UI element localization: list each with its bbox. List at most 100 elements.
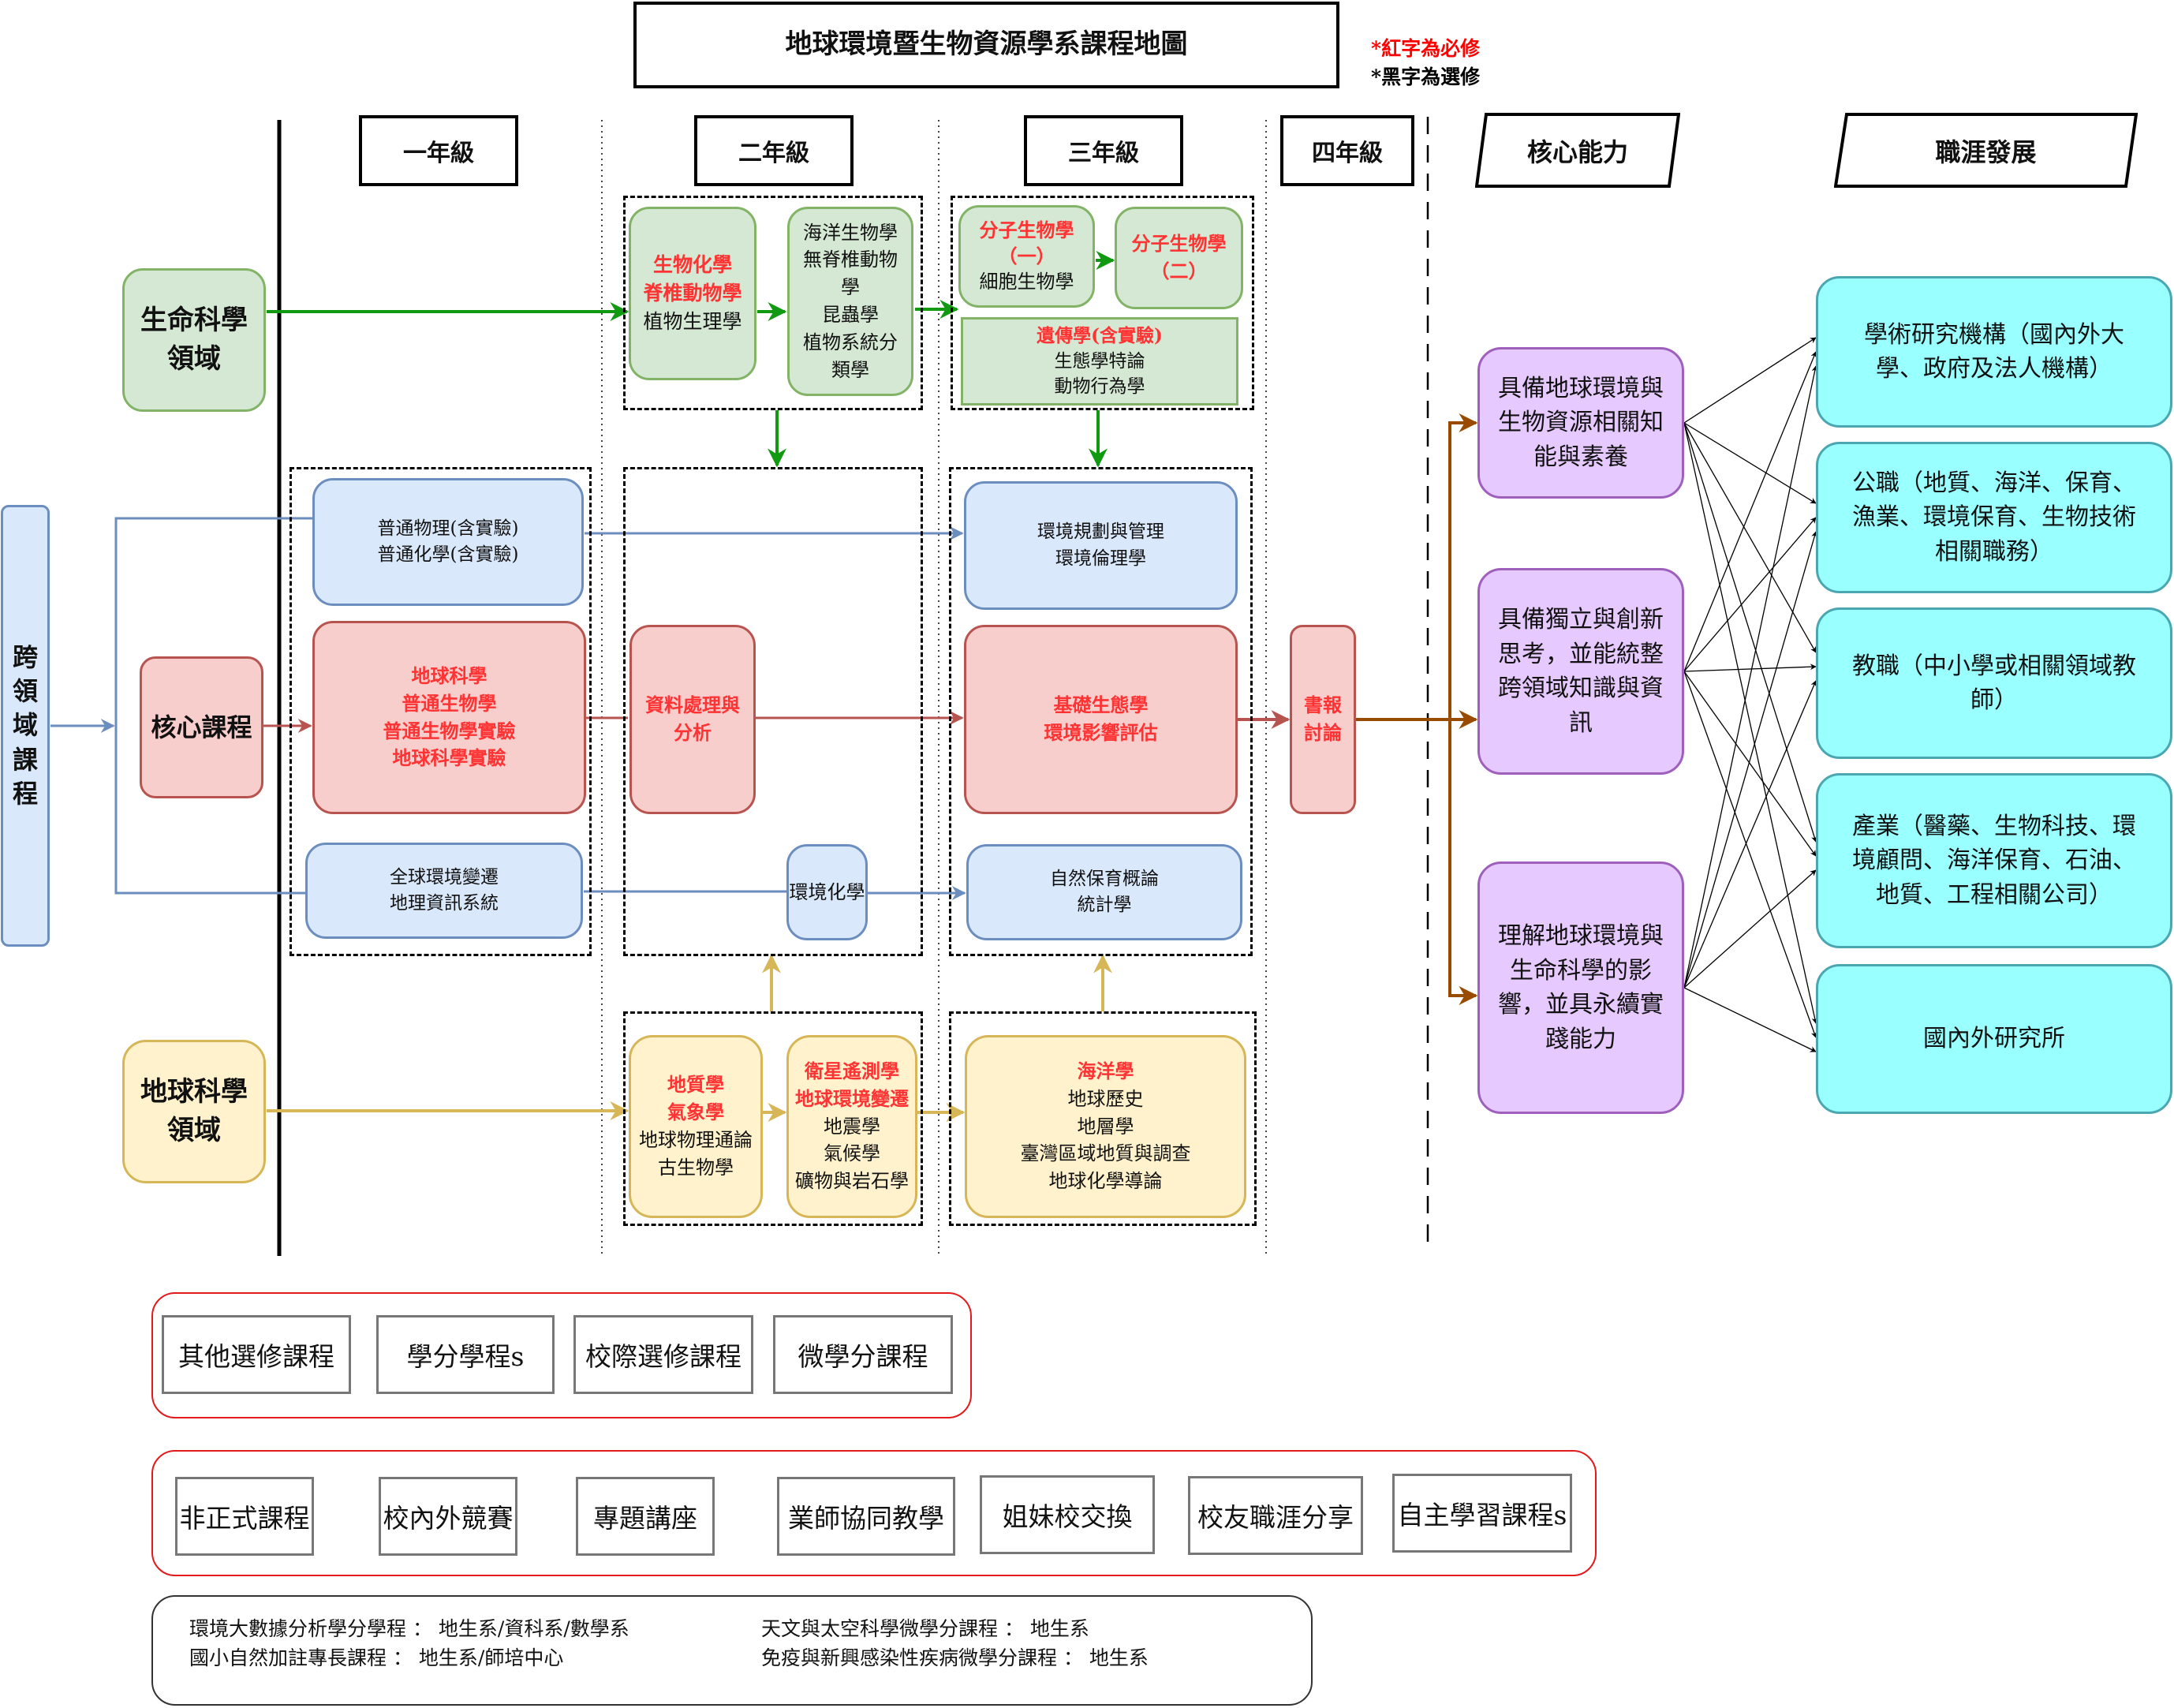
course-box-y3-cross-a[interactable]: 環境規劃與管理環境倫理學 xyxy=(964,481,1238,610)
elective-course: 全球環境變遷 xyxy=(390,866,499,888)
other-course-1[interactable]: 學分學程s xyxy=(376,1315,555,1394)
competence-1[interactable]: 具備地球環境與生物資源相關知能與素養 xyxy=(1477,347,1684,499)
competence-career-link xyxy=(1683,671,1817,857)
informal-course-3[interactable]: 業師協同教學 xyxy=(777,1477,955,1556)
text-line: 理解地球環境與 xyxy=(1498,922,1664,950)
other-course-0[interactable]: 其他選修課程 xyxy=(162,1315,351,1394)
text-line: 境顧問、海洋保育、石油、 xyxy=(1852,847,2136,875)
course-box-y3-life-b[interactable]: 分子生物學（二） xyxy=(1115,207,1243,309)
required-course: 衛星遙測學 xyxy=(805,1060,899,1082)
text-line: 學術研究機構（國內外大 xyxy=(1864,320,2124,349)
required-course: 地球科學實驗 xyxy=(392,746,506,770)
informal-course-4[interactable]: 姐妹校交換 xyxy=(980,1475,1155,1554)
competence-career-link xyxy=(1683,351,1817,672)
text-line: 具備獨立與創新 xyxy=(1498,606,1664,633)
career-4[interactable]: 產業（醫藥、生物科技、環境顧問、海洋保育、石油、地質、工程相關公司） xyxy=(1816,773,2172,948)
course-box-y1-cross-a[interactable]: 普通物理(含實驗)普通化學(含實驗) xyxy=(312,478,584,606)
elective-course: 細胞生物學 xyxy=(979,271,1074,293)
text-line: 能與素養 xyxy=(1533,443,1628,471)
other-course-3[interactable]: 微學分課程 xyxy=(773,1315,953,1394)
domain-core[interactable]: 核心課程 xyxy=(140,656,263,798)
course-box-y2-earth-a[interactable]: 地質學氣象學地球物理通論古生物學 xyxy=(629,1035,763,1218)
elective-course: 自然保育概論 xyxy=(1050,868,1159,889)
competence-3[interactable]: 理解地球環境與生命科學的影響，並具永續實踐能力 xyxy=(1477,861,1684,1114)
legend-required: *紅字為必修 xyxy=(1371,37,1481,60)
required-course: 討論 xyxy=(1304,721,1342,744)
elective-course: 環境規劃與管理 xyxy=(1037,521,1164,543)
competence-career-link xyxy=(1683,422,1818,1024)
required-course: 遺傳學(含實驗) xyxy=(1037,324,1163,346)
course-box-y3-cross-b[interactable]: 自然保育概論統計學 xyxy=(966,844,1242,940)
required-course: 書報 xyxy=(1304,693,1342,717)
course-box-y2-earth-b[interactable]: 衛星遙測學地球環境變遷地震學氣候學礦物與岩石學 xyxy=(786,1035,917,1218)
elective-course: 地層學 xyxy=(1077,1115,1134,1138)
course-box-y2-cross[interactable]: 環境化學 xyxy=(786,844,868,940)
domain-cross[interactable]: 跨領域課程 xyxy=(1,505,50,947)
header-year2: 二年級 xyxy=(694,115,854,186)
competence-career-link xyxy=(1683,517,1817,672)
group-y3-core xyxy=(949,467,1253,956)
required-course: （一） xyxy=(998,244,1055,267)
elective-course: 植物系統分 xyxy=(803,331,898,353)
informal-course-0[interactable]: 非正式課程 xyxy=(175,1477,314,1556)
course-box-y3-core[interactable]: 基礎生態學環境影響評估 xyxy=(964,625,1238,814)
competence-2[interactable]: 具備獨立與創新思考，並能統整跨領域知識與資訊 xyxy=(1477,568,1684,775)
course-box-y2-life-a[interactable]: 生物化學脊椎動物學植物生理學 xyxy=(629,207,756,380)
course-box-y3-earth[interactable]: 海洋學地球歷史地層學臺灣區域地質與調查地球化學導論 xyxy=(965,1035,1246,1218)
required-course: 普通生物學 xyxy=(402,691,497,715)
required-course: 資料處理與 xyxy=(645,693,740,717)
domain-life-science[interactable]: 生命科學領域 xyxy=(122,268,266,412)
elective-course: 海洋生物學 xyxy=(803,221,898,244)
legend: *紅字為必修 *黑字為選修 xyxy=(1371,35,1480,92)
informal-course-1[interactable]: 校內外競賽 xyxy=(379,1477,517,1556)
course-box-y1-core[interactable]: 地球科學普通生物學普通生物學實驗地球科學實驗 xyxy=(312,621,586,814)
course-box-y2-life-b[interactable]: 海洋生物學無脊椎動物學昆蟲學植物系統分類學 xyxy=(787,207,913,396)
course-box-y1-cross-b[interactable]: 全球環境變遷地理資訊系統 xyxy=(305,843,583,939)
required-course: 地球環境變遷 xyxy=(795,1086,909,1110)
program-0: 環境大數據分析學分學程 ： 地生系/資科系/數學系 xyxy=(189,1617,629,1640)
arrow-to-competence-1 xyxy=(1448,413,1478,719)
course-box-y4-core[interactable]: 書報討論 xyxy=(1290,625,1356,814)
elective-course: 地震學 xyxy=(824,1115,880,1138)
text-line: 學、政府及法人機構） xyxy=(1876,355,2112,383)
text-line: 生物資源相關知 xyxy=(1498,409,1664,437)
informal-course-2[interactable]: 專題講座 xyxy=(576,1477,715,1556)
informal-course-5[interactable]: 校友職涯分享 xyxy=(1188,1476,1363,1555)
text-line: 教職（中小學或相關領域教 xyxy=(1852,652,2136,680)
programs-panel xyxy=(151,1595,1313,1706)
domain-earth-science[interactable]: 地球科學領域 xyxy=(122,1040,266,1183)
career-3[interactable]: 教職（中小學或相關領域教師） xyxy=(1816,607,2172,759)
legend-elective: *黑字為選修 xyxy=(1371,65,1481,89)
text-line: 具備地球環境與 xyxy=(1498,374,1664,402)
parallelogram-shape xyxy=(1834,113,2138,188)
required-course: 環境影響評估 xyxy=(1044,721,1158,744)
course-box-y2-core[interactable]: 資料處理與分析 xyxy=(629,625,756,814)
text-line: 訊 xyxy=(1569,708,1593,737)
competence-career-link xyxy=(1683,869,1817,989)
competence-career-link xyxy=(1683,680,1817,989)
career-2[interactable]: 公職（地質、海洋、保育、漁業、環境保育、生物技術相關職務） xyxy=(1816,442,2172,593)
career-1[interactable]: 學術研究機構（國內外大學、政府及法人機構） xyxy=(1816,276,2172,428)
competence-career-link xyxy=(1683,422,1817,843)
text-line: 公職（地質、海洋、保育、 xyxy=(1852,469,2136,497)
course-box-y3-life-a[interactable]: 分子生物學（一）細胞生物學 xyxy=(958,205,1095,308)
competence-career-link xyxy=(1683,671,1817,1038)
required-course: 基礎生態學 xyxy=(1053,693,1149,717)
program-3: 免疫與新興感染性疾病微學分課程 ： 地生系 xyxy=(761,1646,1149,1669)
elective-course: 地球歷史 xyxy=(1067,1087,1144,1110)
required-course: 氣象學 xyxy=(667,1101,724,1124)
career-5[interactable]: 國內外研究所 xyxy=(1816,964,2172,1114)
required-course: 地球科學 xyxy=(411,663,487,687)
group-y3-life xyxy=(951,196,1254,410)
informal-course-6[interactable]: 自主學習課程s xyxy=(1392,1474,1572,1553)
text-line: 思考，並能統整 xyxy=(1498,640,1664,668)
elective-course: 植物生理學 xyxy=(643,310,742,334)
group-y1-core xyxy=(289,467,592,956)
group-y2-earth xyxy=(623,1011,923,1226)
course-box-y3-life-c[interactable]: 遺傳學(含實驗)生態學特論動物行為學 xyxy=(961,317,1238,406)
other-course-2[interactable]: 校際選修課程 xyxy=(573,1315,753,1394)
group-y3-earth xyxy=(949,1011,1257,1226)
elective-course: 動物行為學 xyxy=(1054,376,1145,398)
competence-career-link xyxy=(1683,422,1817,504)
group-y2-life xyxy=(623,196,923,410)
